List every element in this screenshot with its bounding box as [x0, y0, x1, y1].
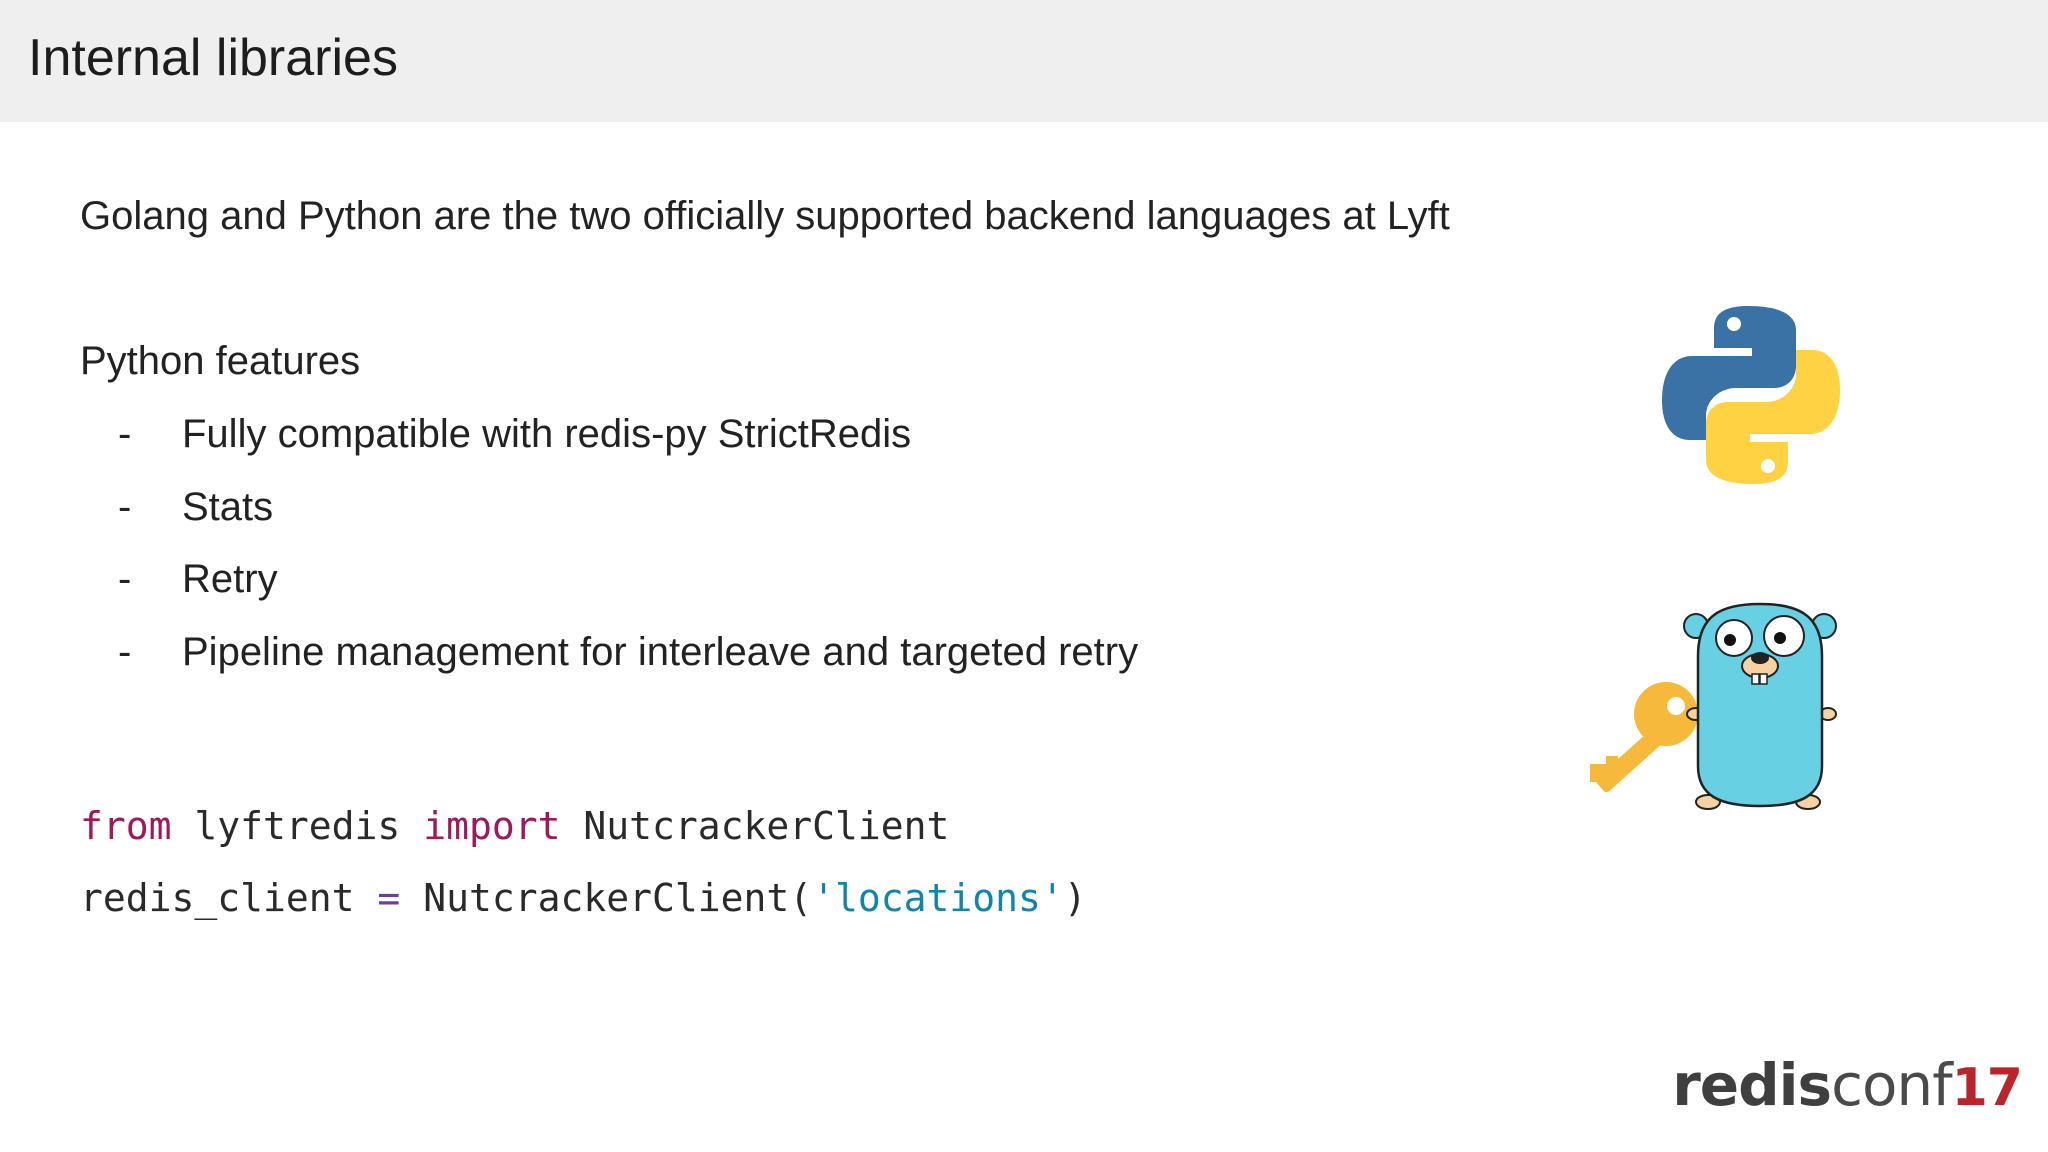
- feature-text: Stats: [182, 484, 274, 529]
- code-close-paren: ): [1063, 876, 1087, 920]
- bullet-dash: -: [118, 629, 132, 674]
- key-icon: [1590, 682, 1698, 793]
- brand-year: 17: [1951, 1058, 2023, 1118]
- go-gopher-icon: [1590, 602, 1837, 810]
- code-operator: =: [377, 876, 401, 920]
- code-module: lyftredis: [171, 804, 424, 848]
- python-logo-icon: [1662, 306, 1840, 484]
- brand-redis: redis: [1672, 1051, 1832, 1119]
- header-bar: Internal libraries: [0, 0, 2048, 122]
- redisconf-logo: redisconf17: [1672, 1055, 2023, 1118]
- code-variable: redis_client: [80, 876, 378, 920]
- code-string: 'locations': [812, 876, 1064, 920]
- feature-text: Retry: [182, 557, 278, 601]
- brand-conf: conf: [1831, 1051, 1953, 1119]
- bullet-dash: -: [118, 412, 132, 456]
- code-keyword: from: [80, 804, 172, 848]
- feature-text: Fully compatible with redis-py StrictRed…: [182, 412, 912, 456]
- code-name: NutcrackerClient: [560, 804, 950, 848]
- code-line-import: from lyftredis import NutcrackerClient: [80, 790, 1087, 862]
- features-heading: Python features: [80, 339, 361, 383]
- page-title: Internal libraries: [28, 29, 398, 87]
- intro-text: Golang and Python are the two officially…: [80, 194, 1450, 238]
- code-line-assign: redis_client = NutcrackerClient('locatio…: [80, 862, 1087, 934]
- code-keyword: import: [423, 804, 561, 848]
- bullet-dash: -: [118, 484, 132, 529]
- code-call: NutcrackerClient(: [400, 876, 813, 920]
- feature-text: Pipeline management for interleave and t…: [182, 629, 1139, 674]
- bullet-dash: -: [118, 557, 132, 601]
